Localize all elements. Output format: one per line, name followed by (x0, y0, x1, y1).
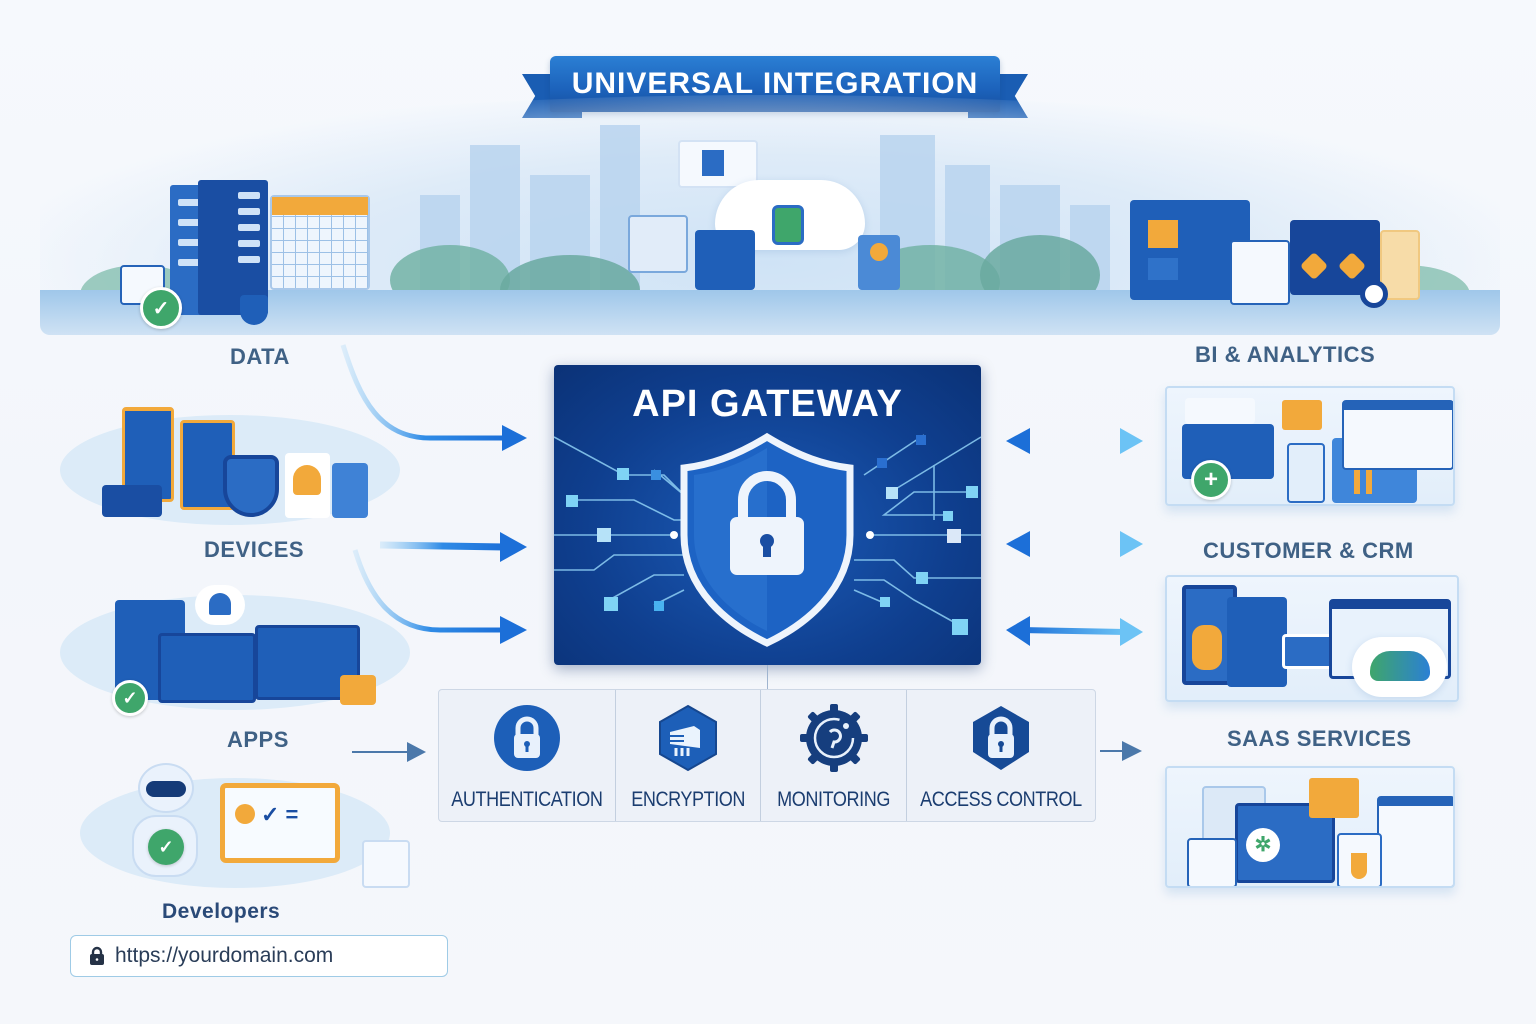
laptop-small-icon (102, 485, 162, 517)
report-window-icon (1342, 400, 1453, 470)
monitoring-gear-icon (799, 704, 868, 772)
comment-icon (1282, 400, 1322, 430)
saas-panel[interactable]: ✲ (1165, 766, 1455, 888)
developers-illustration: ✓ ✓ = (80, 748, 420, 893)
shield-badge-icon (240, 295, 268, 325)
app-window-icon (158, 633, 256, 703)
user-figure-icon (1192, 625, 1222, 670)
check-badge-icon: ✓ (140, 287, 182, 329)
doc-list-icon (1187, 838, 1237, 886)
cloud-lock-icon (772, 205, 804, 245)
api-gateway-panel: API GATEWAY (554, 365, 981, 665)
arrow-gateway-bi-analytics[interactable] (1006, 428, 1143, 454)
devices-illustration (60, 395, 420, 525)
cloud-lock-icon (195, 585, 245, 625)
shield-icon (223, 455, 279, 517)
bi-analytics-panel[interactable]: + (1165, 386, 1455, 506)
status-dot-icon (1360, 280, 1388, 308)
source-label-apps: APPS (227, 727, 289, 752)
gateway-connector (767, 665, 768, 689)
feature-access-control[interactable]: ACCESS CONTROL (907, 690, 1095, 821)
plus-badge-icon: + (1191, 460, 1231, 500)
arrow-gateway-crm-upper[interactable] (1006, 531, 1143, 557)
security-features-panel: AUTHENTICATION ENCRYPTION (438, 689, 1096, 822)
feature-label: AUTHENTICATION (451, 788, 603, 811)
gateway-title: API GATEWAY (632, 383, 903, 425)
feature-label: ENCRYPTION (631, 788, 746, 811)
monitor-checklist-icon: ✓ = (220, 783, 340, 863)
destination-label-saas: SAAS SERVICES (1227, 726, 1412, 751)
lock-icon (493, 704, 561, 772)
server-tower-icon (198, 180, 268, 315)
circuit-nodes (566, 435, 978, 635)
lock-icon (90, 946, 104, 965)
shield-lock-icon (680, 432, 854, 647)
encryption-chip-icon (654, 704, 722, 772)
source-label-devices: DEVICES (204, 537, 305, 562)
apps-illustration: ✓ (60, 585, 420, 716)
storage-icon (332, 463, 368, 518)
cloud-sync-icon (1352, 637, 1447, 697)
keypad-icon (362, 840, 410, 888)
report-icon (1230, 240, 1290, 305)
hexagon-lock-icon (967, 704, 1035, 772)
feature-encryption[interactable]: ENCRYPTION (616, 690, 762, 821)
destination-label-bi-analytics: BI & ANALYTICS (1195, 342, 1376, 367)
destination-label-crm: CUSTOMER & CRM (1203, 538, 1414, 563)
feature-label: MONITORING (777, 788, 891, 811)
url-text: https://yourdomain.com (115, 944, 334, 967)
city-scene-illustration: ✓ (40, 95, 1500, 335)
chart-card-icon (1185, 398, 1255, 424)
circuit-lines (554, 432, 981, 647)
web-window-icon (1377, 796, 1453, 886)
feature-monitoring[interactable]: MONITORING (761, 690, 908, 821)
check-badge-icon: ✓ (112, 680, 148, 716)
phone-icon (1287, 443, 1325, 503)
briefcase-icon (340, 675, 376, 705)
source-label-developers: Developers (162, 900, 281, 923)
home-security-icon (628, 215, 688, 273)
spreadsheet-icon (270, 195, 370, 290)
source-label-data: DATA (230, 344, 290, 369)
feature-label: ACCESS CONTROL (920, 788, 1082, 811)
alarm-icon (285, 453, 330, 518)
feature-authentication[interactable]: AUTHENTICATION (439, 690, 616, 821)
contact-card-icon (1227, 597, 1287, 687)
chat-window-icon (678, 140, 758, 188)
crm-panel[interactable] (1165, 575, 1459, 702)
url-bar[interactable]: https://yourdomain.com (70, 935, 448, 977)
arrow-devices-to-gateway (379, 532, 527, 562)
arrow-gateway-crm-lower[interactable] (1006, 616, 1143, 646)
chat-bubble-icon (1309, 778, 1359, 818)
server-panel-icon (695, 230, 755, 290)
arrow-features-to-saas (1100, 741, 1142, 761)
robot-icon: ✓ (120, 763, 210, 891)
